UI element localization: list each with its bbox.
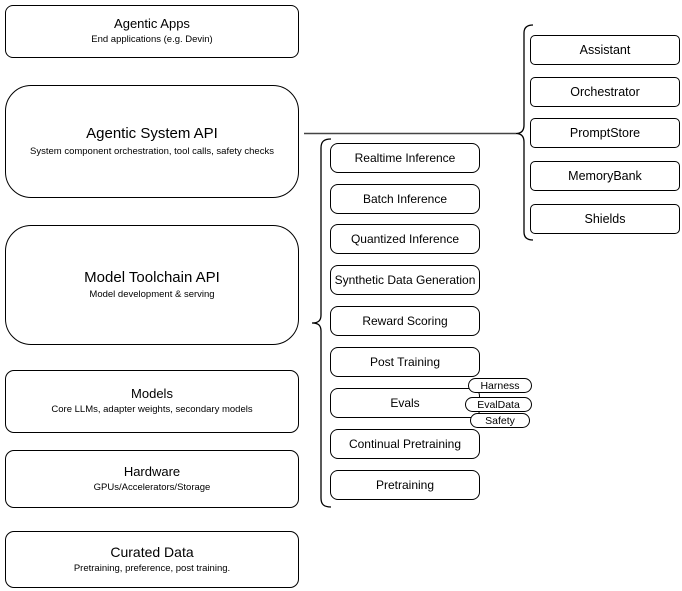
toolchain-item-quantized-inference: Quantized Inference [330, 224, 480, 254]
toolchain-item-continual-pretraining: Continual Pretraining [330, 429, 480, 459]
layer-subtitle: GPUs/Accelerators/Storage [93, 481, 211, 493]
toolchain-item-evals: Evals [330, 388, 480, 418]
layer-title: Agentic Apps [114, 16, 190, 32]
toolchain-brace [311, 138, 332, 508]
layer-model-toolchain-api: Model Toolchain API Model development & … [5, 225, 299, 345]
layer-title: Curated Data [110, 543, 194, 560]
system-component-orchestrator: Orchestrator [530, 77, 680, 107]
eval-badge-safety: Safety [470, 413, 530, 428]
toolchain-item-reward-scoring: Reward Scoring [330, 306, 480, 336]
layer-curated-data: Curated Data Pretraining, preference, po… [5, 531, 299, 588]
system-component-shields: Shields [530, 204, 680, 234]
layer-agentic-system-api: Agentic System API System component orch… [5, 85, 299, 198]
layer-subtitle: Pretraining, preference, post training. [73, 562, 231, 574]
layer-subtitle: Core LLMs, adapter weights, secondary mo… [51, 404, 253, 416]
layer-title: Models [131, 386, 173, 402]
toolchain-item-post-training: Post Training [330, 347, 480, 377]
system-component-memorybank: MemoryBank [530, 161, 680, 191]
layer-title: Hardware [123, 463, 181, 479]
layer-subtitle: System component orchestration, tool cal… [30, 145, 274, 157]
toolchain-item-realtime-inference: Realtime Inference [330, 143, 480, 173]
layer-subtitle: Model development & serving [89, 289, 215, 301]
layer-title: Agentic System API [86, 125, 218, 143]
system-component-promptstore: PromptStore [530, 118, 680, 148]
layer-agentic-apps: Agentic Apps End applications (e.g. Devi… [5, 5, 299, 58]
toolchain-item-synthetic-data-generation: Synthetic Data Generation [330, 265, 480, 295]
toolchain-item-pretraining: Pretraining [330, 470, 480, 500]
system-component-assistant: Assistant [530, 35, 680, 65]
layer-title: Model Toolchain API [84, 268, 220, 286]
layer-models: Models Core LLMs, adapter weights, secon… [5, 370, 299, 433]
eval-badge-harness: Harness [468, 378, 532, 393]
layer-subtitle: End applications (e.g. Devin) [91, 34, 213, 46]
layer-hardware: Hardware GPUs/Accelerators/Storage [5, 450, 299, 508]
eval-badge-evaldata: EvalData [465, 397, 532, 412]
toolchain-item-batch-inference: Batch Inference [330, 184, 480, 214]
